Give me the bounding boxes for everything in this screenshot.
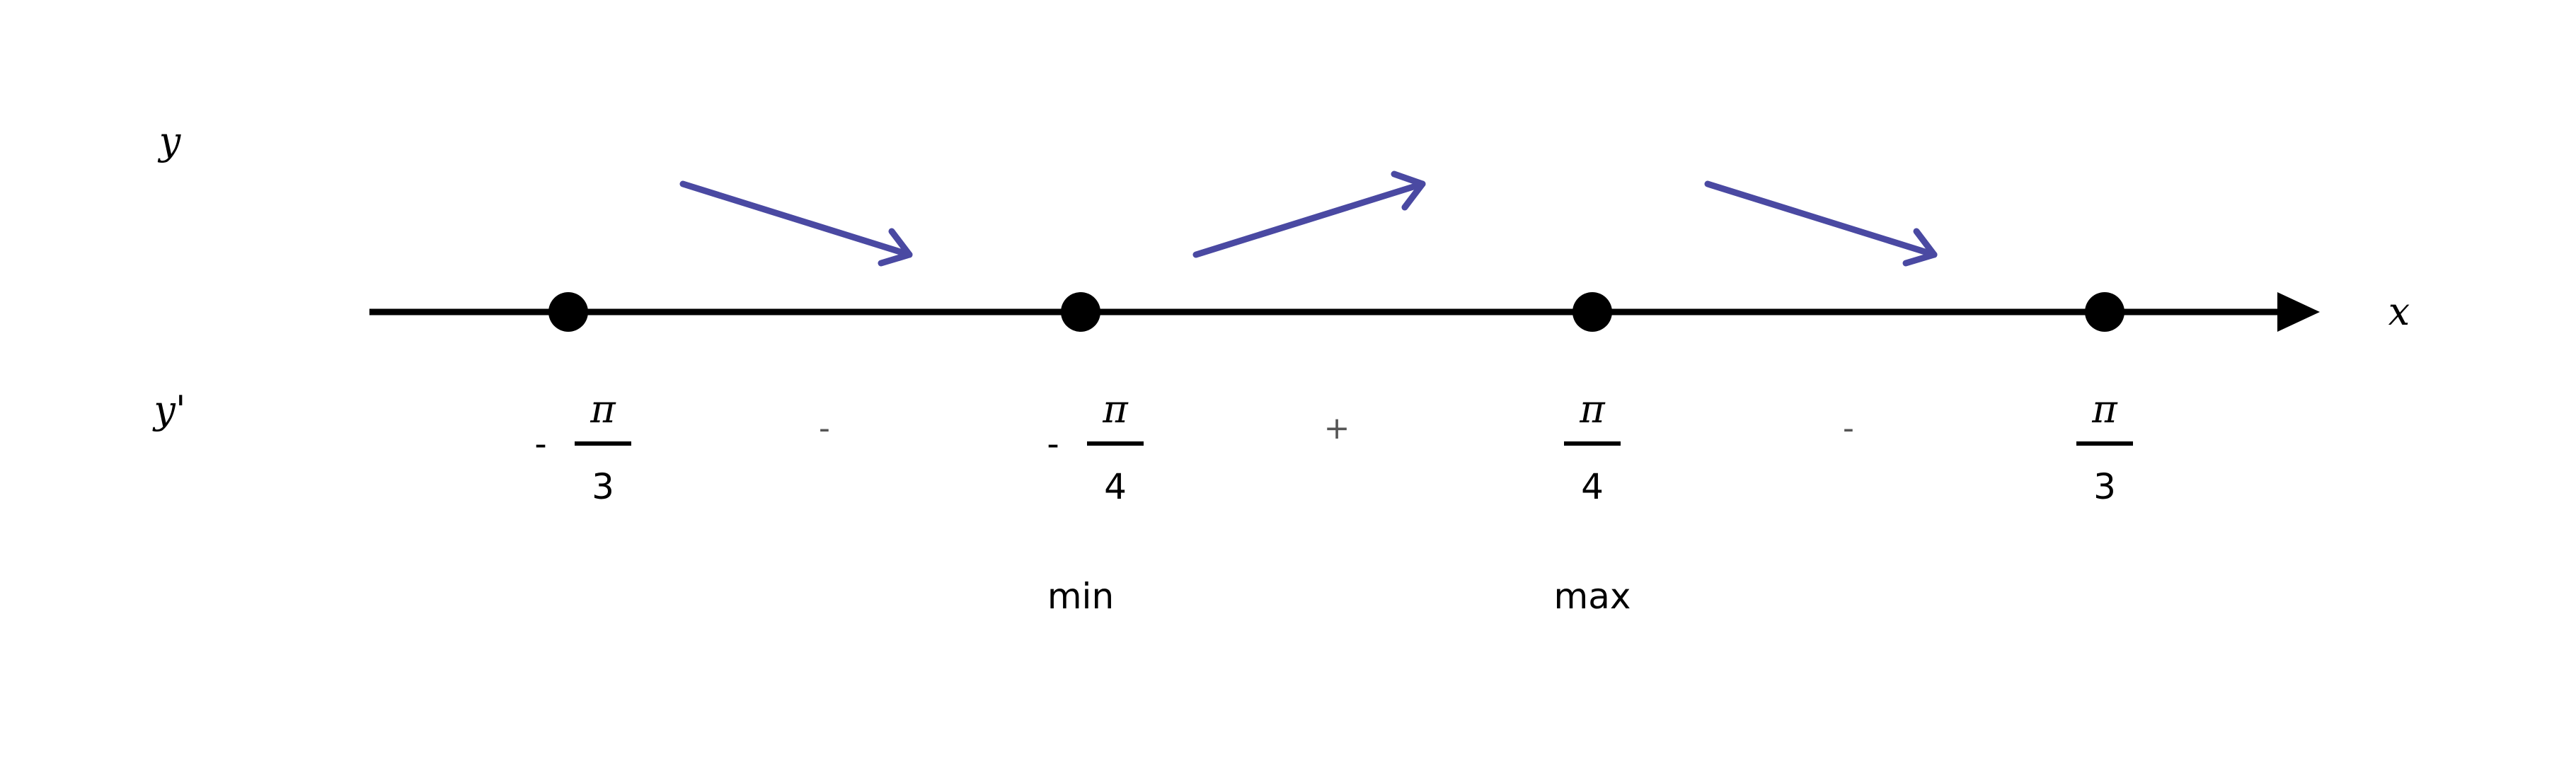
critical-point-dot bbox=[1061, 292, 1100, 332]
point-sign: - bbox=[1047, 424, 1059, 464]
decreasing-arrow bbox=[1704, 180, 1938, 267]
critical-point-dot bbox=[2085, 292, 2124, 332]
critical-point-dot bbox=[548, 292, 588, 332]
point-numerator: π bbox=[1579, 387, 1606, 432]
point-denominator: 4 bbox=[1581, 466, 1604, 507]
point-denominator: 4 bbox=[1104, 466, 1127, 507]
x-axis-label: x bbox=[2388, 289, 2410, 334]
point-sign: - bbox=[534, 424, 546, 464]
extremum-label-min: min bbox=[1047, 576, 1114, 617]
decreasing-arrow bbox=[679, 180, 913, 267]
point-label: - π 4 bbox=[1047, 387, 1144, 507]
derivative-sign: - bbox=[1843, 410, 1854, 446]
point-numerator: π bbox=[2091, 387, 2118, 432]
point-label: - π 3 bbox=[534, 387, 631, 507]
derivative-sign: + bbox=[1324, 410, 1350, 446]
point-denominator: 3 bbox=[2093, 466, 2116, 507]
y-row-label: y bbox=[158, 119, 182, 163]
x-axis-arrowhead bbox=[2277, 292, 2320, 332]
point-numerator: π bbox=[590, 387, 616, 432]
point-numerator: π bbox=[1102, 387, 1129, 432]
critical-points bbox=[548, 292, 2124, 332]
point-denominator: 3 bbox=[592, 466, 614, 507]
extremum-label-max: max bbox=[1554, 576, 1631, 617]
point-label: π 3 bbox=[2076, 387, 2133, 507]
point-label: π 4 bbox=[1564, 387, 1621, 507]
derivative-sign: - bbox=[819, 410, 830, 446]
y-prime-row-label: y' bbox=[152, 388, 185, 432]
critical-point-dot bbox=[1572, 292, 1612, 332]
increasing-arrow bbox=[1192, 170, 1426, 258]
